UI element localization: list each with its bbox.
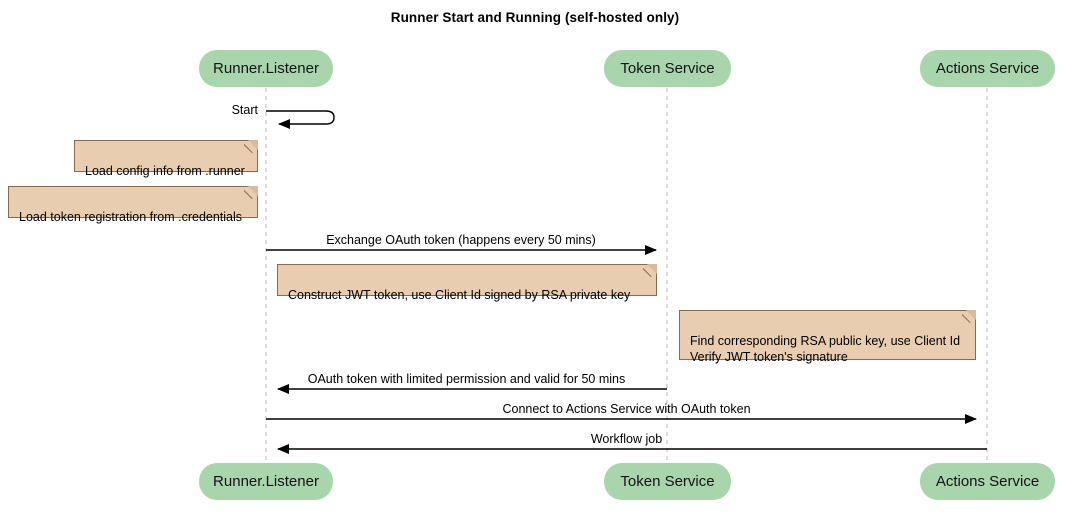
participant-actions-service-top[interactable]: Actions Service <box>920 50 1055 87</box>
participant-runner-listener-top[interactable]: Runner.Listener <box>199 50 333 87</box>
note-fold-edge-icon <box>962 310 976 324</box>
participant-token-service-bottom[interactable]: Token Service <box>604 463 731 500</box>
message-label-start: Start <box>231 103 258 117</box>
note-verify-jwt: Find corresponding RSA public key, use C… <box>679 310 976 364</box>
note-fold-edge-icon <box>244 186 258 200</box>
note-load-config: Load config info from .runner <box>74 140 258 178</box>
participant-label: Token Service <box>620 60 715 77</box>
note-load-credentials: Load token registration from .credential… <box>8 186 258 224</box>
participant-label: Runner.Listener <box>213 60 319 77</box>
participant-label: Token Service <box>620 473 715 490</box>
diagram-title: Runner Start and Running (self-hosted on… <box>390 10 680 25</box>
message-start-arrow <box>266 110 335 129</box>
note-text: Construct JWT token, use Client Id signe… <box>288 288 631 302</box>
participant-token-service-top[interactable]: Token Service <box>604 50 731 87</box>
note-fold-edge-icon <box>643 264 657 278</box>
note-construct-jwt: Construct JWT token, use Client Id signe… <box>277 264 657 302</box>
message-label-oauth-return: OAuth token with limited permission and … <box>307 372 626 386</box>
participant-label: Actions Service <box>935 60 1040 77</box>
participant-label: Actions Service <box>935 473 1040 490</box>
participant-runner-listener-bottom[interactable]: Runner.Listener <box>199 463 333 500</box>
lifelines <box>265 88 988 462</box>
note-text: Load config info from .runner <box>85 164 245 178</box>
note-text: Find corresponding RSA public key, use C… <box>690 334 961 364</box>
note-text: Load token registration from .credential… <box>19 210 243 224</box>
note-fold-edge-icon <box>244 140 258 154</box>
message-label-exchange-oauth: Exchange OAuth token (happens every 50 m… <box>326 233 596 247</box>
message-label-workflow-job: Workflow job <box>590 432 663 446</box>
participant-actions-service-bottom[interactable]: Actions Service <box>920 463 1055 500</box>
message-label-connect-actions: Connect to Actions Service with OAuth to… <box>502 402 751 416</box>
participant-label: Runner.Listener <box>213 473 319 490</box>
